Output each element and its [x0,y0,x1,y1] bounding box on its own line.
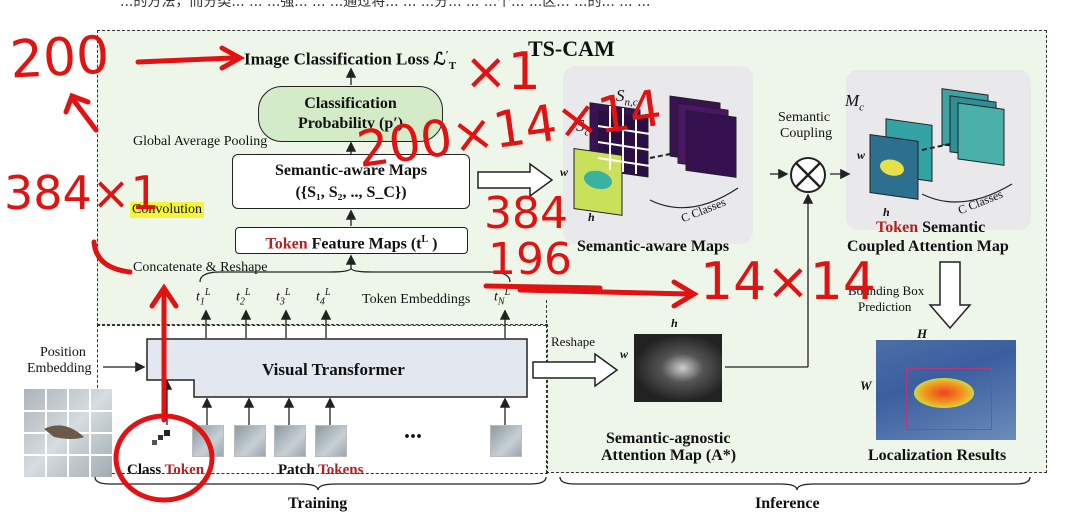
localization-image [876,340,1016,440]
semantic-coupling-line1: Semantic [778,110,831,125]
cls-prob-line1: Classification [304,95,397,112]
inference-label: Inference [755,495,820,512]
agnostic-line1: Semantic-agnostic [606,430,731,447]
coupled-attention-graphic [869,88,1013,203]
annotation-200: 200 [8,25,111,91]
concat-label: Concatenate & Reshape [133,260,268,275]
token-4: t4L [316,287,331,308]
visual-transformer-label: Visual Transformer [262,360,405,379]
training-label: Training [288,495,348,512]
loss-sup: ′ [445,49,449,61]
w-label-2: w [857,148,866,162]
w-label-1: w [560,165,569,179]
sc-label: Sc [576,116,590,139]
classification-probability-box: Classification Probability (p′) [258,86,443,142]
heatmap-blob [914,378,974,408]
tfm-token: Token [265,235,308,253]
token-embeddings-label: Token Embeddings [362,292,471,307]
tfm-end: ) [428,235,438,253]
patch-n [490,425,522,457]
patch-2 [234,425,266,457]
loss-label: Image Classification Loss ℒ′T [244,49,456,72]
gap-label: Global Average Pooling [133,134,268,149]
bbox-line1: Bounding Box [848,283,925,298]
annotation-384: 384 [484,188,568,239]
H-label: H [917,326,928,341]
header-text: ...的方法，而分类... ... ...强... ... ...通过将... … [120,0,651,10]
semantic-aware-maps-box: Semantic-aware Maps ({S₁, S₂, .., S_C}) [232,154,470,209]
h-label-1: h [588,210,595,224]
multiply-icon [790,157,826,193]
patch-tokens-label: Patch Tokens [278,462,364,478]
patch-4 [315,425,347,457]
ellipsis: ... [404,418,422,444]
semantic-aware-maps-graphic [573,95,739,216]
reshape-label: Reshape [551,334,596,349]
w-label-3: w [620,347,629,361]
coupled-line1: Token Semantic [876,219,986,236]
convolution-label: Convolution [130,202,205,218]
h-label-3: h [671,316,678,330]
bounding-box [906,368,992,430]
annotation-14x14: 14×14 [700,252,876,312]
bbox-line2: Prediction [858,299,912,314]
coupled-line2: Coupled Attention Map [847,238,1009,255]
W-label: W [860,378,872,393]
token-2: t2L [236,287,251,308]
tscam-title: TS-CAM [528,36,615,61]
token-n: tNL [494,287,511,308]
sam-caption: Semantic-aware Maps [577,238,730,255]
tfm-rest: Feature Maps (t [307,235,422,253]
tfm-sup: L [421,234,429,245]
token-1: t1L [196,287,211,308]
patch-3 [274,425,306,457]
position-embedding-line1: Position [40,345,86,360]
agnostic-attention-image [634,334,722,402]
annotation-384x1: 384×1 [4,166,160,220]
visual-transformer-box [146,338,528,398]
visual-transformer-shape [146,338,528,398]
snc-label: Sn,c [616,86,638,109]
loss-sub: T [448,60,457,73]
h-label-2: h [883,205,890,219]
sam-line1: Semantic-aware Maps [274,162,428,179]
token-3: t3L [276,287,291,308]
semantic-coupling-line2: Coupling [780,126,833,141]
annotation-x1-top: ×1 [464,42,541,102]
mc-label: Mc [845,91,865,114]
convolution-text: Convolution [132,202,203,217]
cls-prob-line2: Probability (p′) [297,115,404,132]
sam-line2: ({S₁, S₂, .., S_C}) [295,184,407,201]
localization-results: Localization Results [868,447,1007,464]
loss-text: Image Classification Loss ℒ [244,49,446,69]
input-bird-icon [24,389,112,477]
position-embedding-line2: Embedding [27,361,92,376]
annotation-196: 196 [488,234,572,285]
token-feature-maps-box: Token Feature Maps (tL ) [235,227,468,254]
agnostic-line2: Attention Map (A*) [601,447,737,464]
